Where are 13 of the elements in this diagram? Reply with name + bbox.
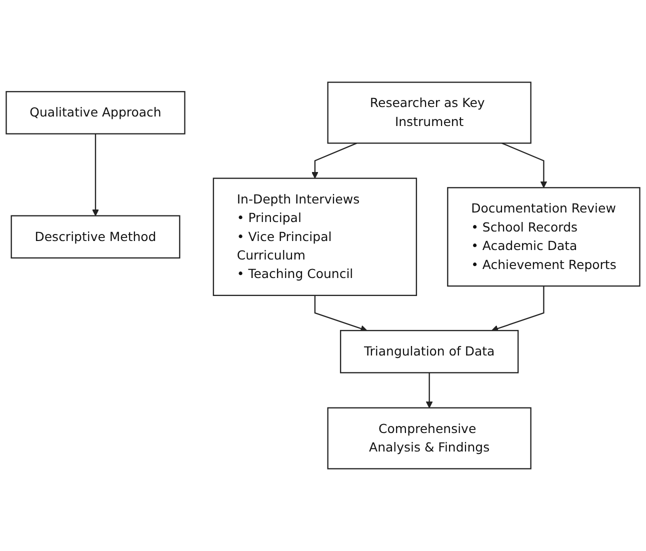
node-box: Comprehensive Analysis & Findings (327, 407, 532, 470)
arrow (502, 142, 548, 188)
arrow (426, 372, 433, 408)
node-box: Qualitative Approach (6, 91, 186, 134)
node-box: In-Depth Interviews • Principal • Vice Principal Curriculum • Teaching Council (212, 178, 418, 296)
arrow (92, 134, 99, 216)
node-box: Triangulation of Data (340, 330, 519, 374)
arrow (312, 142, 358, 179)
arrow (491, 286, 544, 332)
node-box: Researcher as Key Instrument (327, 82, 532, 144)
arrow (314, 295, 368, 332)
node-box: Documentation Review • School Records • Academic Data • Achievement Reports (447, 187, 640, 287)
node-box: Descriptive Method (10, 215, 180, 259)
